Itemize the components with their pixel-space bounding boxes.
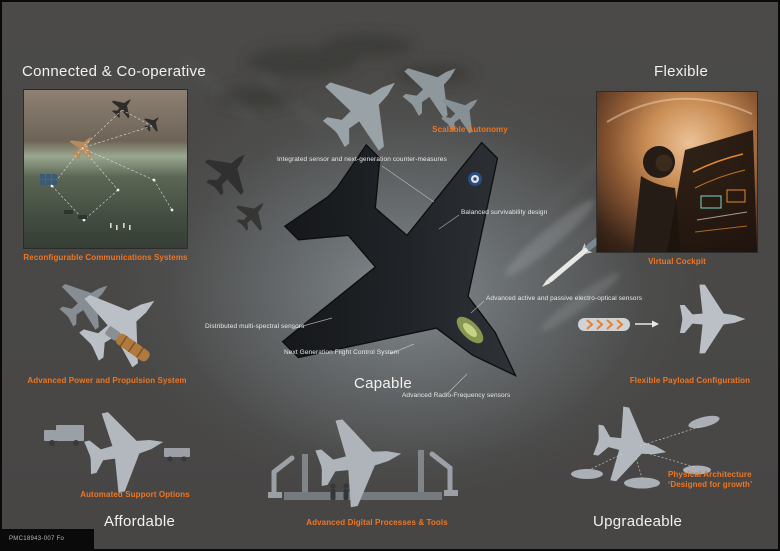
- heading-capable: Capable: [354, 375, 412, 392]
- callout-flight-control-system: Next Generation Flight Control System: [284, 349, 399, 356]
- virtual-cockpit-art: [606, 97, 757, 252]
- ground-troops: [110, 223, 131, 230]
- raf-roundel: [468, 172, 482, 186]
- vapor-streaks: [505, 200, 620, 331]
- label-reconfigurable-communications: Reconfigurable Communications Systems: [23, 253, 188, 262]
- console-displays: [692, 153, 748, 233]
- label-advanced-digital-processes: Advanced Digital Processes & Tools: [306, 518, 448, 527]
- cockpit-canopy-glow: [456, 316, 484, 344]
- callout-integrated-sensor: Integrated sensor and next-generation co…: [277, 156, 447, 163]
- support-cart-icon: [164, 448, 190, 462]
- robot-arm-right-icon: [429, 451, 453, 495]
- digital-cluster: [268, 410, 458, 512]
- label-scalable-autonomy: Scalable Autonomy: [432, 125, 508, 134]
- engine-cutaway: [105, 326, 150, 362]
- central-aircraft: [224, 84, 617, 477]
- support-truck-icon: [44, 425, 84, 446]
- upgrade-cluster: [571, 402, 720, 489]
- virtual-cockpit-panel: [597, 92, 757, 252]
- callout-balanced-survivability: Balanced survivability design: [461, 209, 548, 216]
- communications-scene-art: [40, 91, 174, 230]
- upgrade-links: [588, 425, 703, 479]
- heading-affordable: Affordable: [104, 513, 176, 530]
- label-physical-architecture-line2: ‘Designed for growth’: [668, 480, 753, 490]
- support-cluster: [44, 402, 190, 498]
- modular-weapon: [578, 318, 630, 331]
- label-automated-support: Automated Support Options: [80, 490, 190, 499]
- payload-arrow-icon: [635, 320, 659, 328]
- heading-connected-cooperative: Connected & Co-operative: [22, 63, 206, 80]
- label-flexible-payload: Flexible Payload Configuration: [629, 376, 751, 385]
- propulsion-cluster: [49, 264, 179, 381]
- ground-array-icon: [40, 174, 57, 185]
- console-silhouette: [667, 130, 757, 252]
- worker-figures: [330, 483, 349, 500]
- upgrade-pods: [571, 415, 720, 489]
- pilot-silhouette: [633, 146, 681, 252]
- label-virtual-cockpit: Virtual Cockpit: [648, 257, 706, 266]
- communications-scene-panel: [24, 90, 187, 248]
- callout-electro-optical-sensors: Advanced active and passive electro-opti…: [486, 295, 643, 302]
- network-nodes: [50, 178, 174, 222]
- label-physical-architecture: Physical Architecture ‘Designed for grow…: [668, 470, 778, 491]
- payload-cluster: [578, 284, 746, 354]
- callout-multi-spectral-sensors: Distributed multi-spectral sensors: [205, 323, 305, 330]
- network-links: [51, 109, 173, 221]
- ground-vehicles: [64, 210, 87, 219]
- callout-radio-frequency-sensors: Advanced Radio-Frequency sensors: [402, 392, 511, 399]
- heading-flexible: Flexible: [654, 63, 709, 80]
- reference-code: PMC18943-007 Fo: [9, 536, 65, 542]
- heading-upgradeable: Upgradeable: [593, 513, 683, 530]
- reference-code-box: PMC18943-007 Fo: [2, 529, 94, 549]
- robot-arm-left-icon: [271, 455, 295, 497]
- label-advanced-power-propulsion: Advanced Power and Propulsion System: [27, 376, 187, 385]
- label-physical-architecture-line1: Physical Architecture: [668, 470, 752, 479]
